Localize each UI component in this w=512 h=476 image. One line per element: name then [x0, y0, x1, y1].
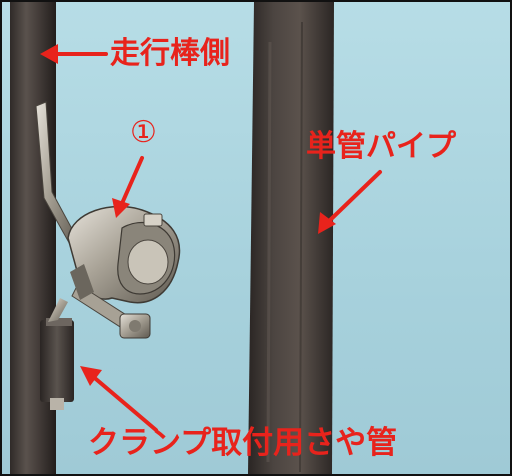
- label-marker-one: ①: [130, 115, 157, 150]
- clamp-sleeve-tube: [40, 320, 74, 402]
- pipe-clamp: [67, 205, 181, 339]
- running-bar-pipe: [10, 2, 56, 474]
- label-single-pipe: 単管パイプ: [306, 129, 456, 164]
- single-pipe: [248, 2, 334, 474]
- label-clamp-sleeve: クランプ取付用さや管: [88, 425, 398, 461]
- label-running-bar-side: 走行棒側: [110, 36, 230, 71]
